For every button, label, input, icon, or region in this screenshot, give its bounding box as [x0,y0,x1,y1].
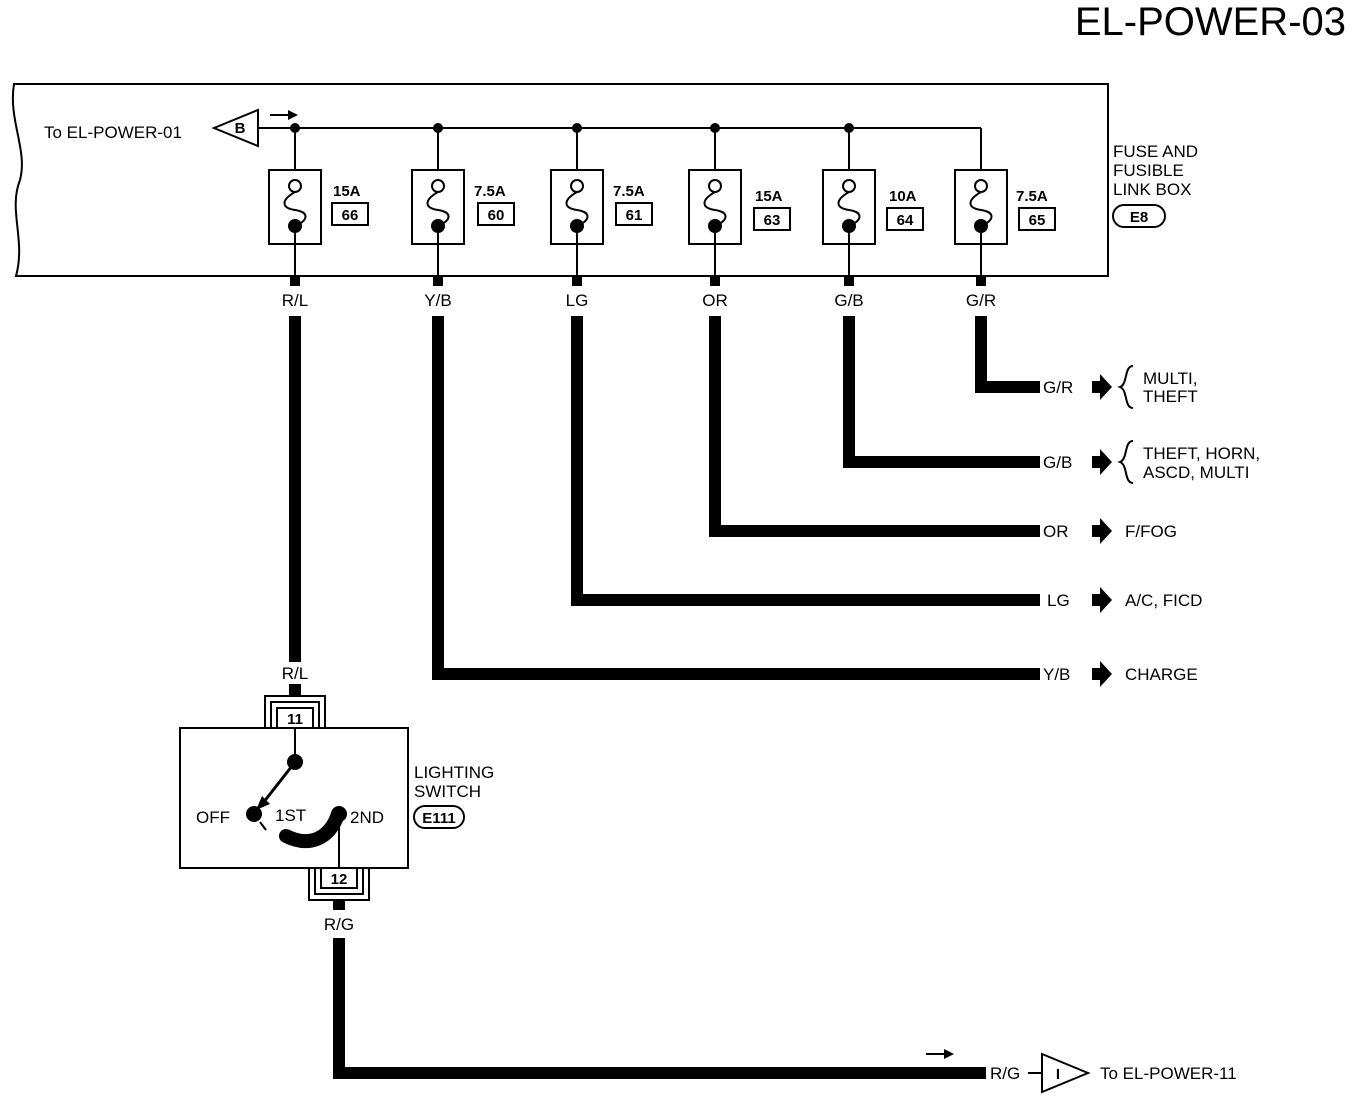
fuse-number: 63 [764,212,781,229]
input-ref-label: To EL-POWER-01 [44,123,182,142]
bottom-wire-label: R/G [990,1064,1020,1083]
arrow-right-icon [1092,661,1112,687]
switch-input-wire-label: R/L [282,664,308,683]
fuse-65: 7.5A 65 [954,169,1056,245]
output-ref-label: To EL-POWER-11 [1100,1064,1237,1083]
page-title: EL-POWER-03 [1075,0,1346,44]
wire-label-or: OR [702,291,728,310]
fuse-rating: 15A [333,183,361,200]
wire-g-r [975,316,1040,393]
fuse-rating: 7.5A [474,183,506,200]
output-destination: F/FOG [1125,522,1177,541]
output-destination: ASCD, MULTI [1143,463,1249,482]
arrow-right-icon [1092,374,1112,400]
fuse-rating: 7.5A [613,183,645,200]
switch-lever-arrow-icon [256,796,270,810]
flow-arrow-head-icon [288,110,298,120]
wire-label-lg: LG [566,291,589,310]
wire-or [709,316,1040,537]
output-g-r: G/R MULTI, THEFT [1043,365,1198,409]
fuse-number: 66 [342,207,359,224]
switch-pos-1st: 1ST [275,806,306,825]
fuse-number: 65 [1029,212,1046,229]
wire-lg [571,316,1040,606]
output-lg: LG A/C, FICD [1047,587,1202,613]
flow-arrow-head-icon [944,1049,954,1059]
switch-lever [261,765,294,804]
arrow-right-icon [1092,518,1112,544]
brace-icon [1117,440,1134,484]
wire-label-g-r: G/R [966,291,996,310]
output-connector-letter: I [1056,1066,1060,1083]
fuse-box-connector: E8 [1130,209,1148,226]
fuse-60: 7.5A 60 [411,128,515,245]
fuse-box-label-1: FUSE AND [1113,142,1198,161]
output-destination: THEFT [1143,387,1198,406]
lighting-switch-label-1: LIGHTING [414,763,494,782]
output-wire-label: LG [1047,591,1070,610]
lighting-switch-connector-oval [413,805,465,829]
fuse-number: 60 [488,207,505,224]
fuse-rating: 15A [755,188,783,205]
fuse-61: 7.5A 61 [550,128,653,245]
wire-y-b [432,316,1040,680]
lighting-switch-label-2: SWITCH [414,782,481,801]
fuse-box-label-2: FUSIBLE [1113,161,1184,180]
wire-r-g [333,938,986,1079]
wire-g-b [843,316,1040,468]
fuse-box-connector-oval [1112,204,1166,228]
output-wire-label: OR [1043,522,1069,541]
output-destination: A/C, FICD [1125,591,1202,610]
output-wire-label: Y/B [1043,665,1070,684]
fuse-number: 61 [626,207,643,224]
lighting-switch-connector: E111 [422,810,455,827]
fuse-rating: 7.5A [1016,188,1048,205]
fuse-64: 10A 64 [822,128,924,245]
output-g-b: G/B THEFT, HORN, ASCD, MULTI [1043,440,1260,484]
output-y-b: Y/B CHARGE [1043,661,1198,687]
output-wire-label: G/B [1043,453,1072,472]
switch-output-connector: 12 [308,867,370,901]
arrow-right-icon [1092,449,1112,475]
input-connector-letter: B [235,120,246,137]
fuse-66: 15A 66 [268,128,369,245]
pin-number: 11 [287,711,303,728]
wire-label-r-l: R/L [282,291,308,310]
switch-pos-2nd: 2ND [350,808,384,827]
switch-pos-off: OFF [196,808,230,827]
output-wire-label: G/R [1043,378,1073,397]
output-or: OR F/FOG [1043,518,1177,544]
arrow-right-icon [1092,587,1112,613]
output-connector-triangle [1041,1052,1091,1094]
output-destination: THEFT, HORN, [1143,444,1260,463]
output-destination: MULTI, [1143,369,1197,388]
brace-icon [1117,365,1134,409]
fuse-rating: 10A [889,188,917,205]
wire-label-g-b: G/B [834,291,863,310]
switch-off-terminal [246,806,262,822]
pin-number: 12 [331,871,348,888]
fuse-63: 15A 63 [688,128,791,245]
switch-input-connector: 11 [264,695,326,729]
fuse-box-outline [11,83,1109,277]
switch-output-wire-label: R/G [324,915,354,934]
wire-label-y-b: Y/B [424,291,451,310]
fuse-box-label-3: LINK BOX [1113,180,1191,199]
fuse-number: 64 [897,212,914,229]
output-destination: CHARGE [1125,665,1198,684]
